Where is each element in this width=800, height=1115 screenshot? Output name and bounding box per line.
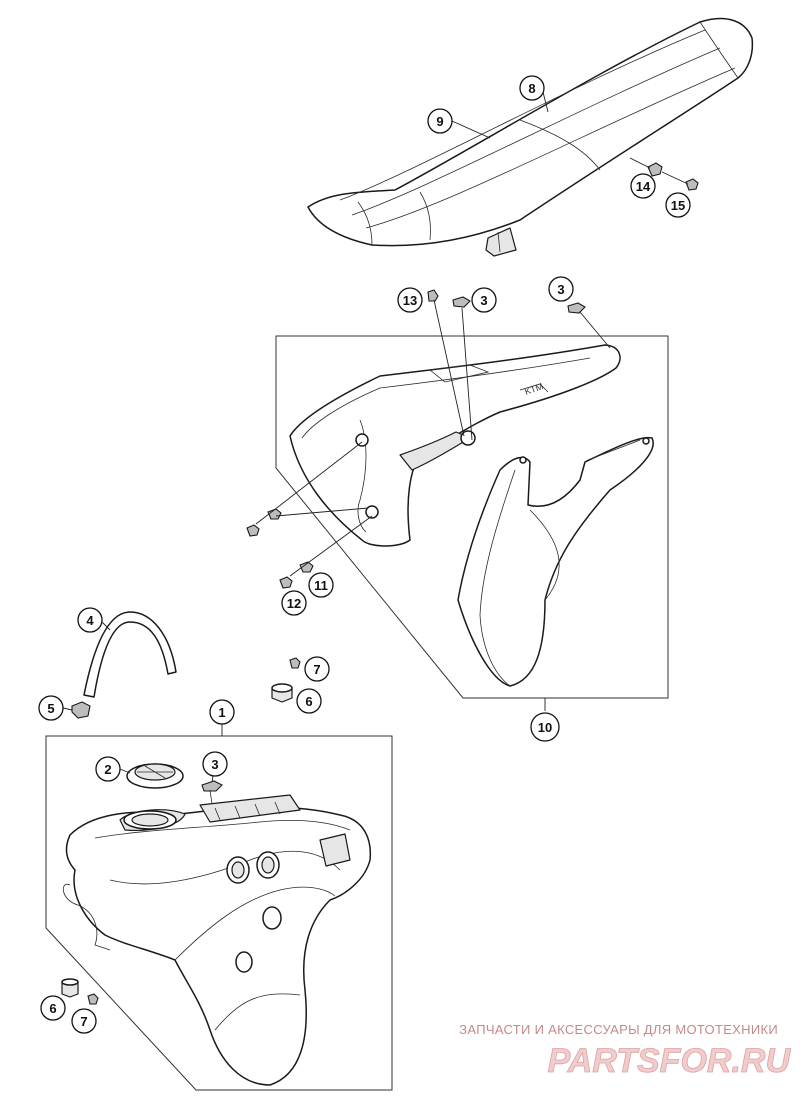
svg-text:3: 3: [557, 282, 564, 297]
svg-text:6: 6: [49, 1001, 56, 1016]
callout-1: 1: [209, 699, 235, 725]
svg-text:8: 8: [528, 81, 535, 96]
callout-8: 8: [519, 75, 545, 101]
airbox-cover-part: [457, 436, 654, 687]
svg-text:10: 10: [538, 720, 552, 735]
svg-text:9: 9: [436, 114, 443, 129]
callout-6-upper: 6: [296, 688, 322, 714]
svg-text:3: 3: [211, 757, 218, 772]
breather-hose-part: [71, 611, 177, 719]
callout-4: 4: [77, 607, 103, 633]
svg-text:15: 15: [671, 198, 685, 213]
svg-text:13: 13: [403, 293, 417, 308]
spacer-bushing-parts-upper: [271, 657, 301, 703]
callout-3-panel-left: 3: [471, 287, 497, 313]
svg-text:12: 12: [287, 596, 301, 611]
side-panel-fastener-parts: [246, 289, 611, 589]
svg-text:5: 5: [47, 701, 54, 716]
tank-screw-part: [201, 780, 223, 805]
number-plate-part: KTM: [289, 344, 621, 547]
callout-12: 12: [281, 590, 307, 616]
svg-text:14: 14: [636, 179, 651, 194]
side-panel-frame: [275, 335, 669, 699]
callout-15: 15: [665, 192, 691, 218]
callout-7-upper: 7: [304, 656, 330, 682]
svg-text:6: 6: [305, 694, 312, 709]
svg-text:7: 7: [80, 1014, 87, 1029]
fuel-tank-part: [62, 794, 372, 1086]
callout-10: 10: [530, 712, 560, 742]
watermark-brand: PARTSFOR.RU: [548, 1042, 792, 1080]
spacer-bushing-parts-lower: [61, 978, 99, 1005]
callout-11: 11: [308, 572, 334, 598]
callout-3-panel-right: 3: [548, 276, 574, 302]
fuel-cap-part: [126, 763, 184, 789]
svg-text:4: 4: [86, 613, 94, 628]
watermark-tagline: ЗАПЧАСТИ И АКСЕССУАРЫ ДЛЯ МОТОТЕХНИКИ: [459, 1022, 778, 1037]
svg-text:3: 3: [480, 293, 487, 308]
callout-3-tank: 3: [202, 751, 228, 777]
callout-5: 5: [38, 695, 64, 721]
fuel-tank-frame: [45, 735, 393, 1091]
svg-text:2: 2: [104, 762, 111, 777]
seat-part: [307, 17, 754, 257]
svg-text:11: 11: [314, 578, 328, 593]
callout-7-lower: 7: [71, 1008, 97, 1034]
svg-text:7: 7: [313, 662, 320, 677]
svg-text:1: 1: [218, 705, 225, 720]
callout-13: 13: [397, 287, 423, 313]
callout-14: 14: [630, 173, 656, 199]
seat-screw-parts: [629, 157, 699, 191]
callout-6-lower: 6: [40, 995, 66, 1021]
callout-2: 2: [95, 756, 121, 782]
callout-9: 9: [427, 108, 453, 134]
